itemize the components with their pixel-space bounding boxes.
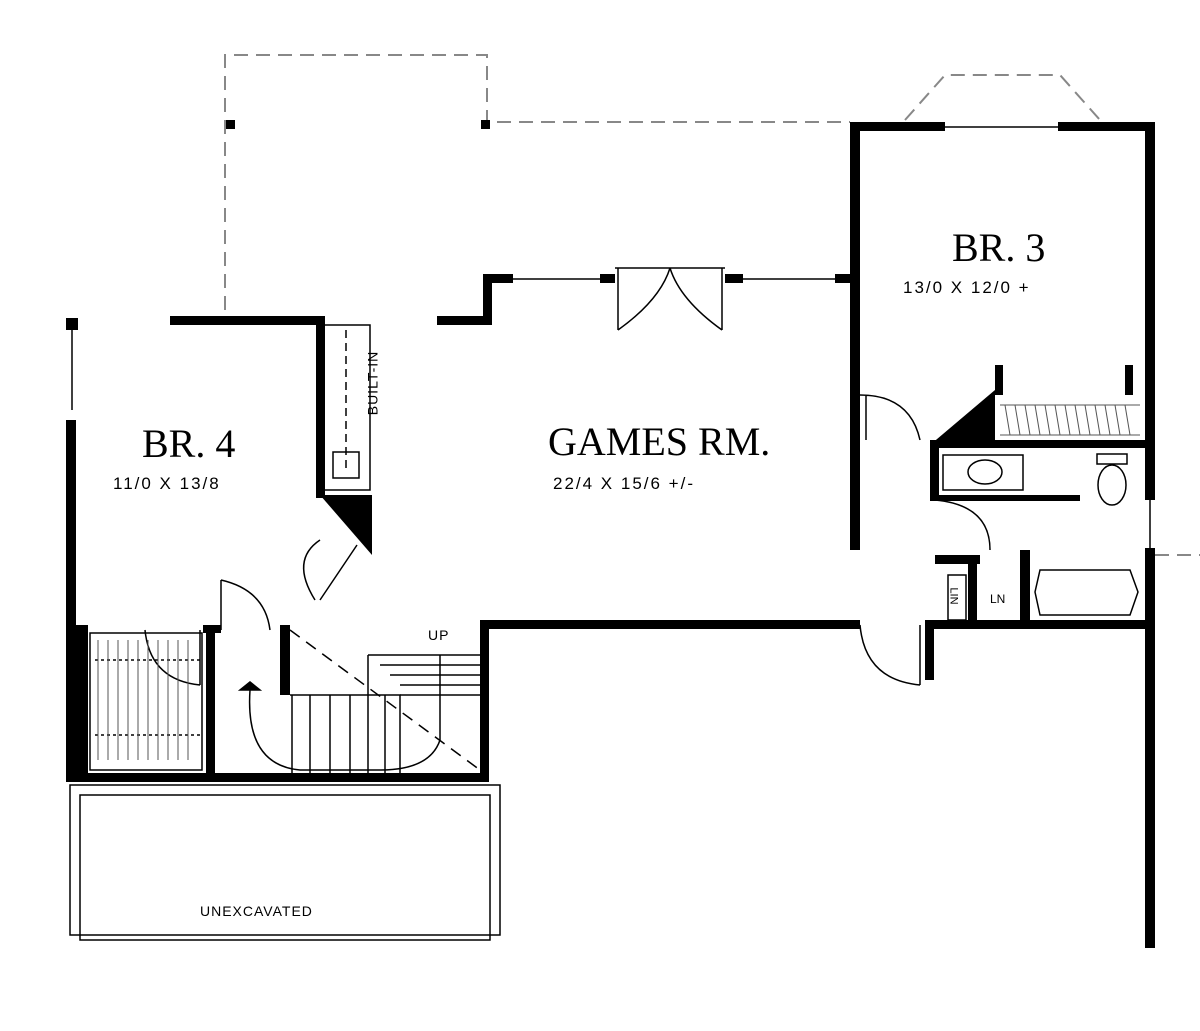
linen-label-1: LIN (947, 587, 960, 605)
built-in-label: BUILT-IN (364, 350, 381, 416)
posts (66, 120, 490, 330)
unexcavated-label: UNEXCAVATED (200, 903, 313, 919)
br3-name: BR. 3 (952, 225, 1046, 270)
walls (66, 122, 1155, 948)
stair-up-label: UP (428, 627, 450, 643)
br4-dims: 11/0 X 13/8 (113, 474, 221, 493)
br3-dims: 13/0 X 12/0 + (903, 278, 1031, 297)
games-room-name: GAMES RM. (548, 419, 771, 464)
games-room-dims: 22/4 X 15/6 +/- (553, 474, 695, 493)
thin-lines (69, 126, 1151, 941)
br4-name: BR. 4 (142, 421, 236, 466)
deck-outline (224, 54, 1200, 556)
linen-label-2: LN (990, 592, 1006, 606)
closet-hatching (97, 404, 1140, 760)
